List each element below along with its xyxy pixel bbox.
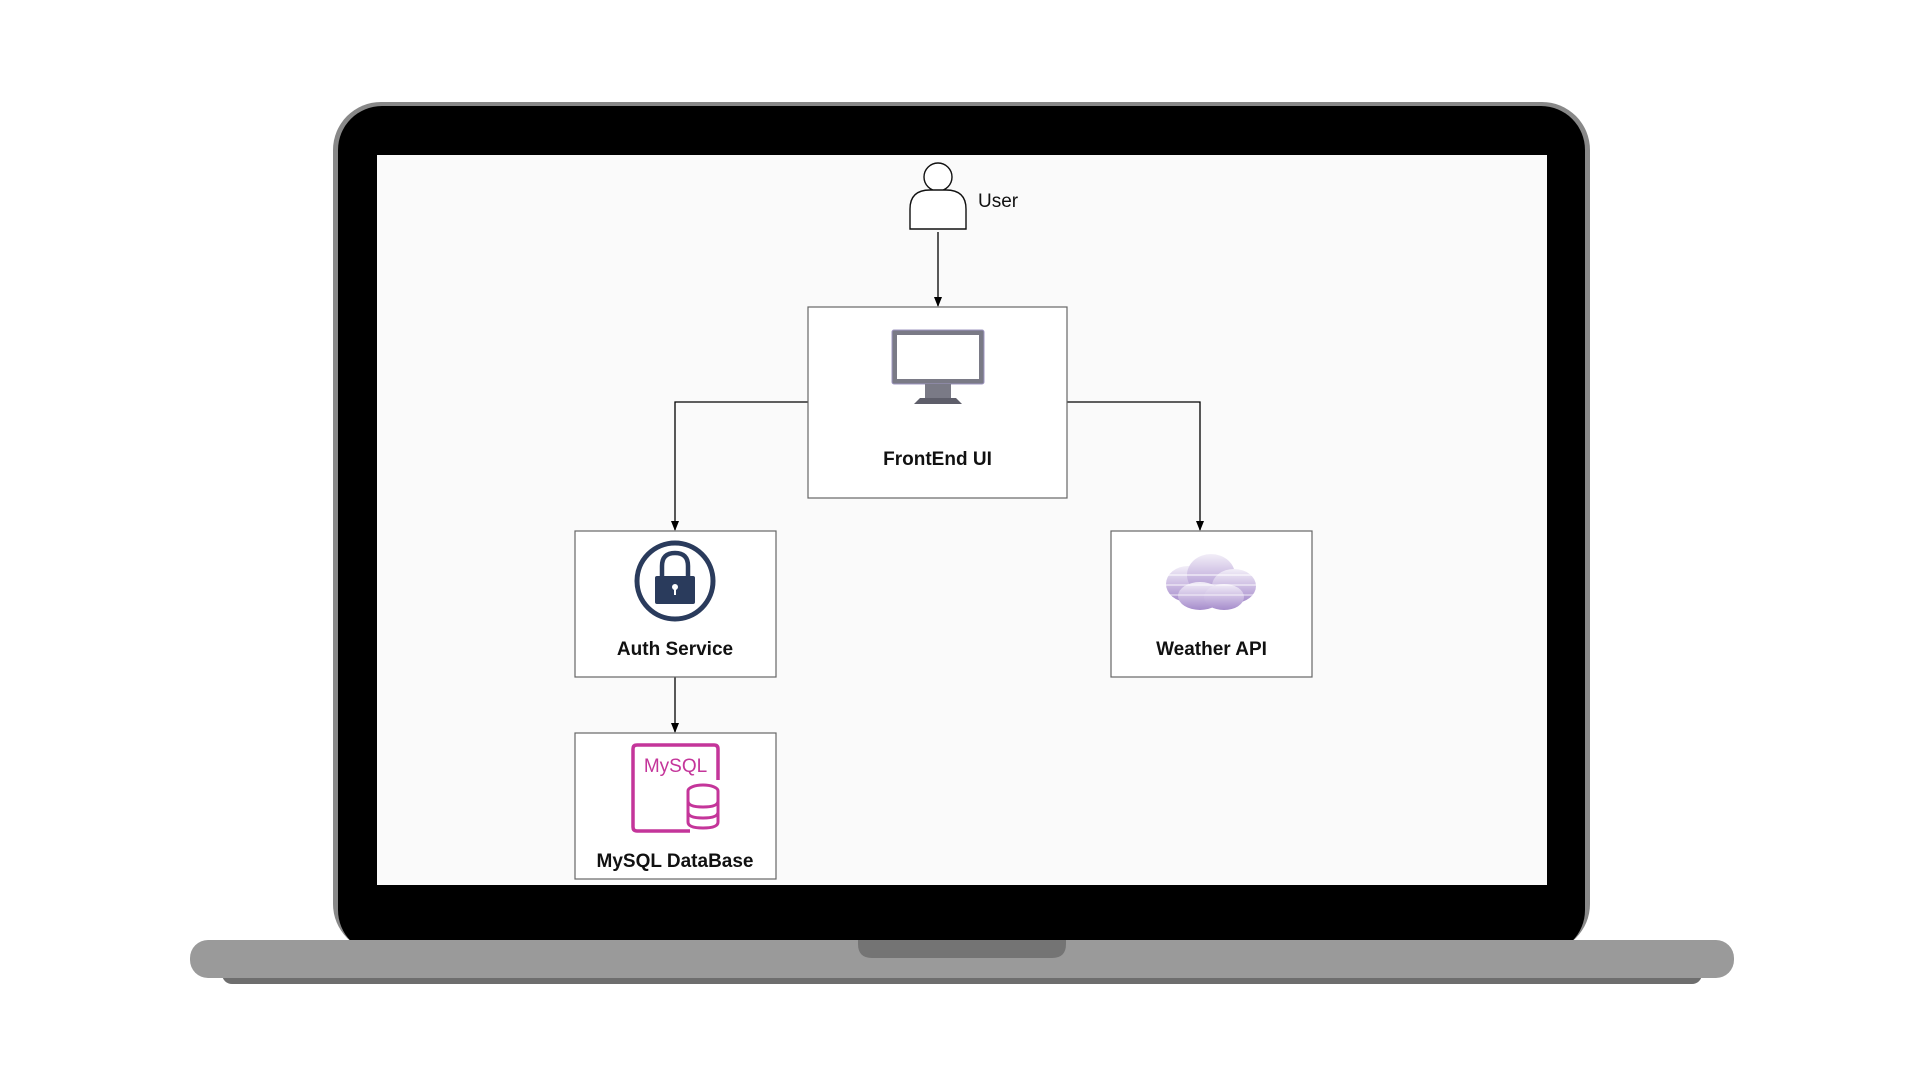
user-label: User	[978, 191, 1019, 212]
mysql-icon-text: MySQL	[644, 756, 707, 777]
laptop-frame	[190, 102, 1734, 984]
laptop-base	[190, 940, 1734, 978]
node-auth[interactable]: Auth Service	[574, 530, 777, 678]
auth-label: Auth Service	[617, 639, 733, 660]
laptop-hinge-notch	[858, 940, 1066, 958]
node-weather[interactable]: Weather API	[1110, 530, 1313, 678]
monitor-icon	[891, 329, 985, 404]
user-icon	[909, 162, 967, 230]
mysql-box	[574, 732, 777, 880]
connectors	[671, 232, 1204, 733]
lock-icon	[634, 540, 716, 622]
weather-label: Weather API	[1156, 639, 1267, 660]
mysql-label: MySQL DataBase	[597, 851, 754, 872]
node-user[interactable]: User	[909, 162, 1019, 230]
mysql-database-icon: MySQL	[631, 743, 720, 833]
edge-frontend-auth	[671, 401, 808, 531]
laptop-screen	[377, 155, 1547, 885]
node-mysql[interactable]: MySQL MySQL DataBase	[574, 732, 777, 880]
frontend-label: FrontEnd UI	[883, 449, 992, 470]
node-frontend[interactable]: FrontEnd UI	[807, 306, 1068, 499]
edge-frontend-weather	[1067, 401, 1204, 531]
cloud-icon	[1166, 554, 1258, 610]
